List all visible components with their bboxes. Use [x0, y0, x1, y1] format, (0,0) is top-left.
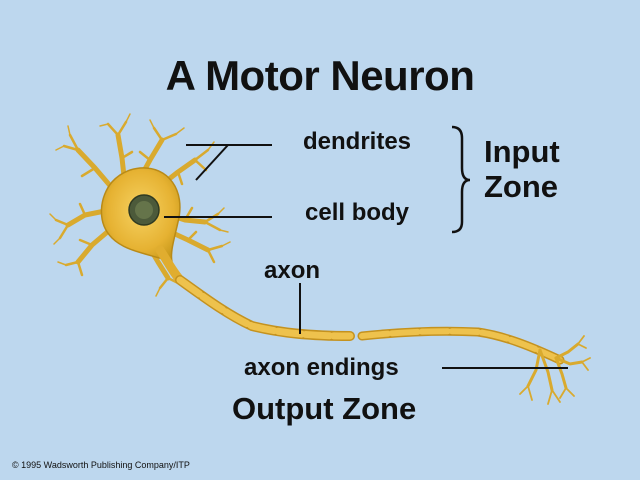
input-zone-brace [452, 127, 470, 232]
dendrites-label: dendrites [303, 128, 411, 156]
input-zone-line1: Input [484, 134, 560, 169]
axon-label: axon [264, 257, 320, 285]
input-zone-line2: Zone [484, 169, 560, 204]
axon-shape [180, 280, 560, 360]
axon-endings-label: axon endings [244, 354, 399, 382]
input-zone-label: Input Zone [484, 134, 560, 204]
copyright-notice: © 1995 Wadsworth Publishing Company/ITP [12, 460, 190, 470]
page-title: A Motor Neuron [0, 52, 640, 100]
output-zone-label: Output Zone [232, 391, 416, 427]
cell-body-label: cell body [305, 199, 409, 227]
